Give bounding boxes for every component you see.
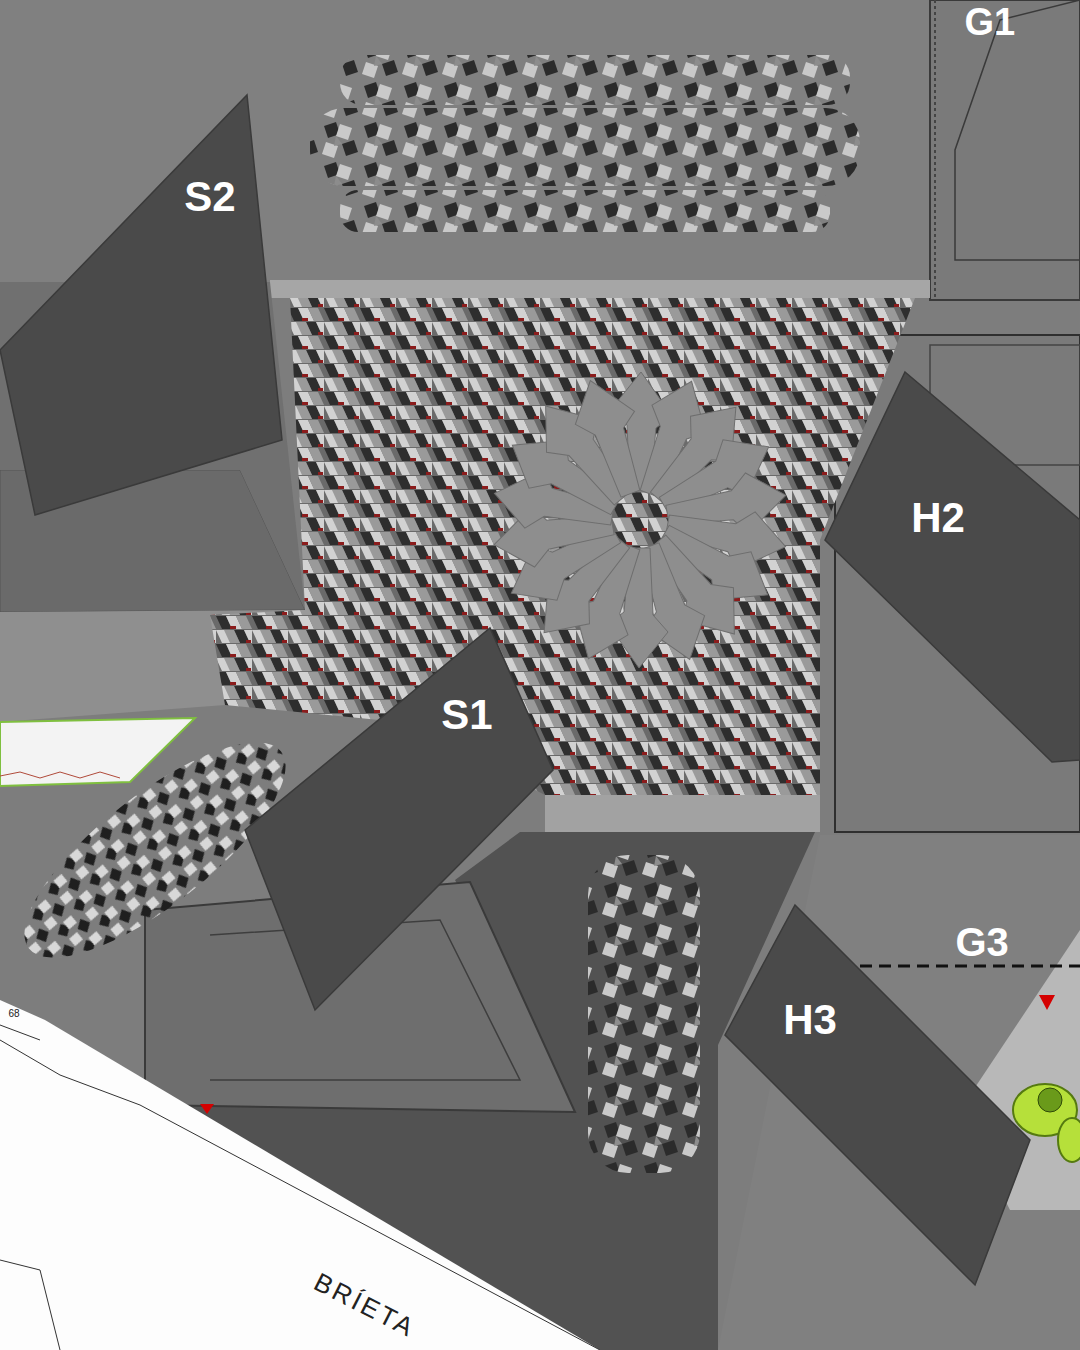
entrance-marker (1039, 995, 1055, 1010)
g1-wall (934, 0, 936, 300)
edge-line (0, 772, 120, 778)
planter (1058, 1118, 1080, 1162)
g1-block (930, 0, 1080, 300)
roof-polygon (725, 905, 1030, 1285)
walkway (545, 795, 820, 832)
roof-shape (725, 905, 1030, 1285)
building-label: H3 (783, 999, 837, 1041)
section-label: G3 (956, 922, 1009, 962)
paving-cluster (588, 855, 700, 1173)
street (0, 1000, 600, 1350)
building-roof: H2 (825, 372, 1080, 762)
g1-outline (955, 0, 1080, 260)
building-roof: S2 (0, 95, 282, 515)
house-number: 68 (9, 1009, 20, 1019)
building-outline (0, 1260, 60, 1350)
block-label: G1 (965, 3, 1016, 41)
street-line (0, 1040, 600, 1350)
street-name: BRÍETA (310, 1268, 420, 1341)
tree (1038, 1088, 1062, 1112)
roof-polygon (0, 95, 282, 515)
building-outline (0, 1025, 40, 1040)
roof-shape (245, 628, 553, 1010)
roof-shape (0, 95, 282, 515)
green-strip (0, 718, 195, 786)
building-roof: H3 (725, 905, 1030, 1285)
building-label: S1 (441, 694, 492, 736)
building-roof: S1 (245, 628, 553, 1010)
paving-cluster (340, 55, 850, 105)
building-label: H2 (911, 497, 965, 539)
entrance-marker (200, 1104, 214, 1114)
plaza-paving (210, 298, 915, 795)
roof-polygon (245, 628, 553, 1010)
walkway (270, 280, 930, 298)
building-label: S2 (184, 176, 235, 218)
paving-cluster (340, 190, 830, 232)
roof-polygon (825, 372, 1080, 762)
paving-cluster (310, 108, 860, 186)
roof-shape (825, 372, 1080, 762)
sunburst (489, 370, 792, 670)
